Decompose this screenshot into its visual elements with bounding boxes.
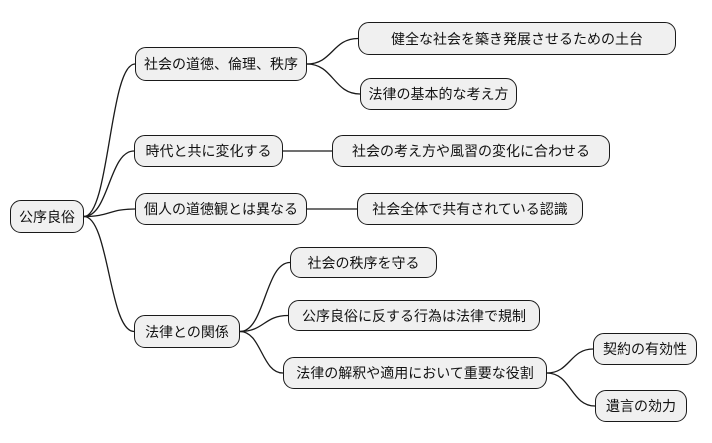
node-n1b: 法律の基本的な考え方 bbox=[360, 78, 517, 110]
node-n1a: 健全な社会を築き発展させるための土台 bbox=[358, 22, 676, 55]
edge-root-n2 bbox=[83, 150, 135, 218]
node-n4c1: 契約の有効性 bbox=[593, 333, 697, 365]
edge-n4c-n4c2 bbox=[546, 372, 596, 407]
node-n4c2: 遺言の効力 bbox=[595, 390, 687, 422]
node-root: 公序良俗 bbox=[10, 200, 84, 233]
edge-root-n1 bbox=[83, 63, 136, 218]
node-n3a: 社会全体で共有されている認識 bbox=[357, 193, 583, 225]
edge-n4-n4b bbox=[239, 314, 289, 333]
edge-n1-n1a bbox=[306, 37, 359, 65]
node-n2a: 社会の考え方や風習の変化に合わせる bbox=[332, 135, 610, 167]
node-n4b: 公序良俗に反する行為は法律で規制 bbox=[288, 300, 540, 331]
edge-root-n4 bbox=[83, 215, 135, 333]
edge-n4-n4c bbox=[239, 330, 284, 374]
node-n2: 時代と共に変化する bbox=[134, 135, 283, 167]
edge-root-n3 bbox=[83, 208, 136, 218]
node-n4c: 法律の解釈や適用において重要な役割 bbox=[283, 357, 547, 389]
node-n4: 法律との関係 bbox=[134, 315, 240, 348]
edge-n4-n4a bbox=[239, 261, 291, 333]
edge-n4c-n4c1 bbox=[546, 348, 594, 374]
node-n1: 社会の道徳、倫理、秩序 bbox=[135, 47, 307, 81]
node-n3: 個人の道徳観とは異なる bbox=[135, 193, 307, 225]
node-n4a: 社会の秩序を守る bbox=[290, 247, 437, 278]
edge-n1-n1b bbox=[306, 63, 361, 95]
